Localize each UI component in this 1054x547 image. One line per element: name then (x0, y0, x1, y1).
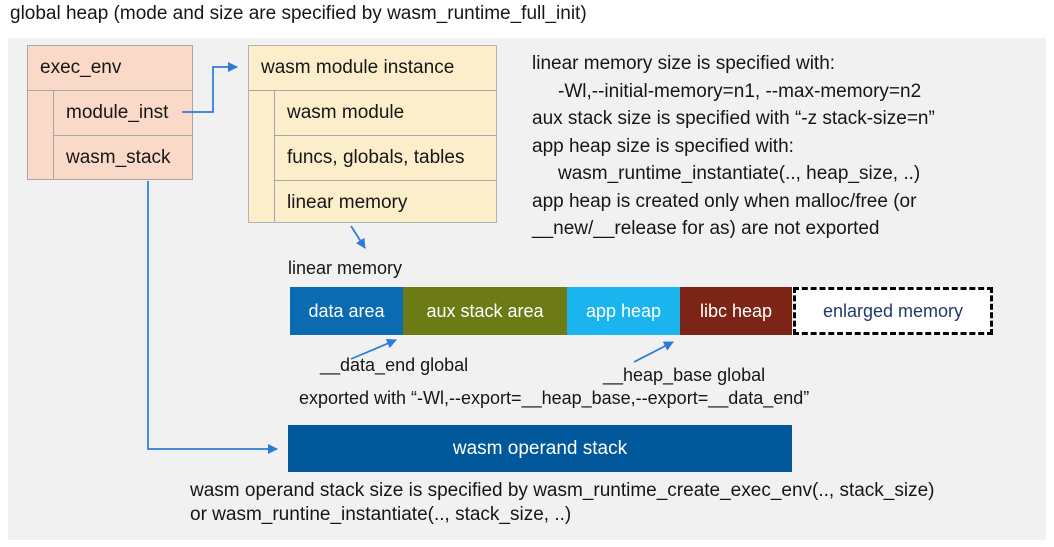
exec-env-field-module-inst: module_inst (54, 91, 192, 136)
export-flags-label: exported with “-Wl,--export=__heap_base,… (299, 388, 810, 408)
instance-field-funcs-globals-tables: funcs, globals, tables (275, 136, 496, 181)
linear-memory-label: linear memory (288, 258, 403, 278)
segment-label: aux stack area (426, 300, 544, 321)
note-line: linear memory size is specified with: (532, 53, 836, 74)
instance-field-wasm-module: wasm module (275, 91, 496, 136)
instance-header: wasm module instance (249, 46, 496, 91)
exec-env-indent-column (28, 91, 54, 179)
wasm-operand-stack-label: wasm operand stack (452, 437, 628, 459)
instance-indent-column (249, 91, 275, 222)
segment-data-area: data area (290, 287, 403, 335)
page-title: global heap (mode and size are specified… (10, 3, 587, 24)
note-line: app heap size is specified with: (532, 135, 794, 157)
note-line: -Wl,--initial-memory=n1, --max-memory=n2 (558, 80, 922, 102)
segment-label: app heap (585, 300, 662, 321)
note-line: wasm operand stack size is specified by … (190, 480, 935, 501)
segment-enlarged-memory: enlarged memory (793, 287, 993, 335)
segment-libc-heap: libc heap (680, 287, 792, 335)
wasm-operand-stack-box: wasm operand stack (288, 425, 792, 472)
note-line: app heap is created only when malloc/fre… (532, 190, 917, 212)
segment-app-heap: app heap (567, 287, 680, 335)
linear-memory-bar: data area aux stack area app heap libc h… (290, 287, 792, 335)
segment-label: libc heap (699, 300, 773, 321)
wasm-module-instance-box: wasm module instance wasm module funcs, … (248, 45, 497, 223)
data-end-global-label: __data_end global (320, 355, 469, 375)
exec-env-field-wasm-stack: wasm_stack (66, 147, 171, 168)
segment-label: data area (308, 300, 385, 321)
note-line: aux stack size is specified with “-z sta… (532, 108, 935, 129)
note-line: or wasm_runtine_instantiate(.., stack_si… (190, 504, 572, 525)
segment-aux-stack-area: aux stack area (403, 287, 567, 335)
operand-stack-notes: wasm operand stack size is specified by … (190, 479, 935, 527)
heap-base-global-label: __heap_base global (603, 365, 766, 385)
note-line: wasm_runtime_instantiate(.., heap_size, … (558, 163, 921, 184)
exec-env-box: exec_env module_inst wasm_stack (27, 45, 193, 180)
instance-field-linear-memory: linear memory (287, 192, 408, 213)
exec-env-header: exec_env (28, 46, 192, 91)
note-line: __new/__release for as) are not exported (532, 218, 880, 239)
segment-label: enlarged memory (822, 300, 964, 321)
memory-size-notes: linear memory size is specified with: -W… (532, 50, 935, 243)
